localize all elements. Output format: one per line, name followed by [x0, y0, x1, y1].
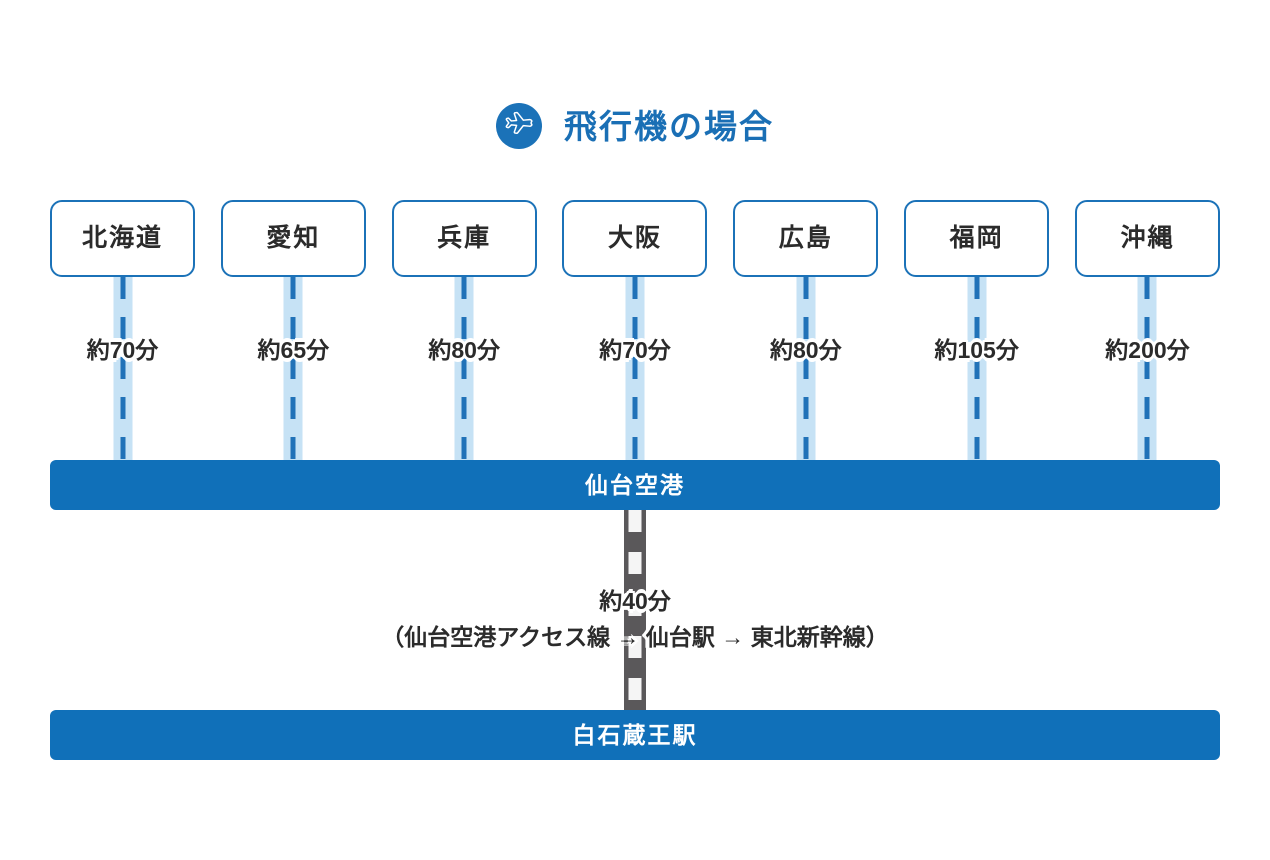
origin-box-aichi[interactable]: 愛知 [220, 200, 366, 277]
hub-label: 白石蔵王駅 [572, 721, 698, 748]
flight-lane-dashed-line [632, 277, 638, 462]
rail-caption: 約40分 （仙台空港アクセス線 → 仙台駅 → 東北新幹線） [0, 590, 1270, 650]
flight-lane-hiroshima: 約80分 [733, 277, 878, 462]
origin-label: 兵庫 [437, 224, 492, 252]
rail-track-ties [628, 510, 642, 710]
origin-box-osaka[interactable]: 大阪 [562, 200, 708, 277]
flight-lane-dashed-line [1144, 277, 1150, 462]
flight-lane-dashed-line [461, 277, 467, 462]
flight-lane-dashed-line [290, 277, 296, 462]
flight-lane-dashed-line [803, 277, 809, 462]
flight-lane-hyogo: 約80分 [392, 277, 537, 462]
flight-duration-label: 約200分 [1105, 337, 1190, 363]
origin-label: 北海道 [81, 224, 163, 252]
flight-lane-hokkaido: 約70分 [50, 277, 195, 462]
airplane-icon [496, 103, 542, 149]
hub-label: 仙台空港 [585, 471, 685, 498]
flight-duration-label: 約65分 [257, 337, 330, 363]
origin-box-okinawa[interactable]: 沖縄 [1074, 200, 1220, 277]
flight-lane-okinawa: 約200分 [1075, 277, 1220, 462]
hub-bar-shiroishi-zao-station[interactable]: 白石蔵王駅 [50, 710, 1220, 760]
origin-label: 大阪 [607, 224, 662, 252]
rail-route-label: （仙台空港アクセス線 → 仙台駅 → 東北新幹線） [381, 624, 889, 650]
rail-connector: 約40分 （仙台空港アクセス線 → 仙台駅 → 東北新幹線） [0, 510, 1270, 710]
origin-box-row: 北海道 愛知 兵庫 大阪 広島 福岡 沖縄 [50, 200, 1220, 277]
diagram-title-row: 飛行機の場合 [0, 96, 1270, 156]
origin-label: 広島 [778, 224, 833, 252]
rail-duration-label: 約40分 [599, 588, 671, 614]
flight-lane-dashed-line [120, 277, 125, 462]
flight-lane-aichi: 約65分 [221, 277, 366, 462]
flight-lane-dashed-line [974, 277, 980, 462]
flight-lane-osaka: 約70分 [562, 277, 707, 462]
flight-duration-label: 約70分 [86, 337, 159, 363]
origin-label: 沖縄 [1120, 224, 1175, 252]
origin-box-fukuoka[interactable]: 福岡 [904, 200, 1050, 277]
flight-duration-label: 約80分 [770, 337, 842, 363]
origin-box-hokkaido[interactable]: 北海道 [50, 200, 195, 277]
hub-bar-sendai-airport[interactable]: 仙台空港 [50, 460, 1220, 510]
origin-box-hyogo[interactable]: 兵庫 [391, 200, 537, 277]
flight-lane-fukuoka: 約105分 [904, 277, 1049, 462]
flight-duration-label: 約80分 [428, 337, 500, 363]
origin-label: 福岡 [949, 224, 1004, 252]
flight-lane-row: 約70分 約65分 約80分 約70分 約80分 約105分 [50, 277, 1220, 462]
page-title: 飛行機の場合 [564, 107, 774, 145]
flight-duration-label: 約105分 [934, 337, 1019, 363]
origin-box-hiroshima[interactable]: 広島 [733, 200, 879, 277]
flight-duration-label: 約70分 [599, 337, 671, 363]
origin-label: 愛知 [266, 224, 321, 252]
